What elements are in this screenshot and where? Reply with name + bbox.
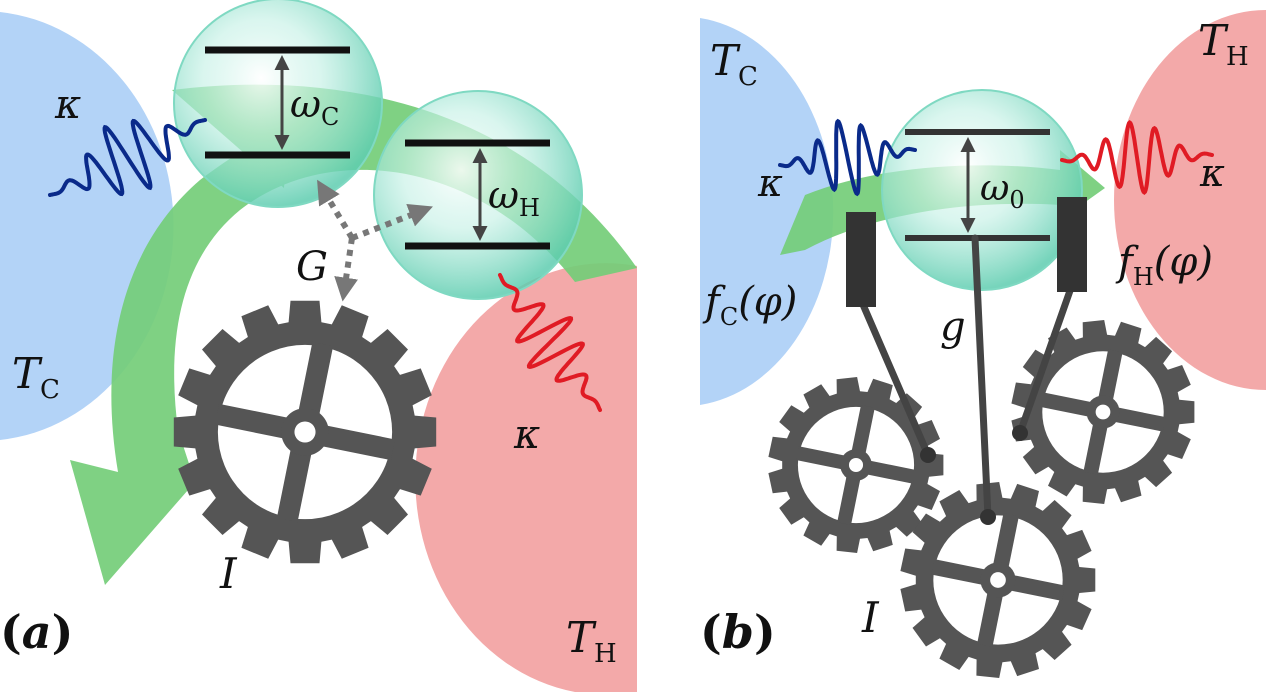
inertia-label-a: I: [219, 549, 238, 598]
hot-level-label: ωH: [488, 173, 540, 222]
cold-wave-a: [48, 118, 207, 197]
rod-pivot-left: [920, 447, 936, 463]
hot-modulation-label: fH(φ): [1115, 239, 1213, 291]
qubit-sphere-hot: [373, 90, 583, 300]
interaction-arrows: [317, 179, 433, 302]
hot-wave-a: [498, 273, 602, 412]
level-label-b: ω0: [980, 168, 1025, 214]
rod-pivot-right: [1012, 425, 1028, 441]
cold-modulation-label: fC(φ): [702, 279, 797, 331]
rod-pivot-bottom: [980, 509, 996, 525]
gear-b-right: [1011, 320, 1195, 504]
cold-bath-label-a: TC: [12, 349, 60, 405]
qubit-sphere-cold: [173, 0, 383, 208]
cold-bath-label-b: TC: [710, 36, 758, 92]
cold-coupling-a: κ: [54, 82, 81, 128]
heat-flow-arrow-a: [70, 84, 637, 585]
cold-wave-b: [778, 118, 917, 197]
hot-bath-label-b: TH: [1198, 16, 1249, 72]
panel-label-b: (b): [700, 605, 776, 659]
interaction-label: G: [296, 244, 328, 290]
hot-wave-b: [1060, 120, 1214, 195]
hot-coupling-a: κ: [513, 412, 540, 458]
hot-coupling-b: κ: [1199, 151, 1225, 195]
hot-bath-b: [1114, 10, 1266, 390]
inertia-label-b: I: [861, 593, 880, 642]
cold-coupling-b: κ: [757, 161, 783, 205]
panel-a: ωC ωH κ κ G I TC TH (a): [0, 0, 637, 692]
coupling-rods: [857, 234, 1076, 521]
hot-bath-label-a: TH: [566, 613, 617, 669]
panel-b: TC TH κ κ ω0 fC(φ) fH(φ) g I (b): [700, 10, 1266, 678]
gear-a: [173, 300, 437, 564]
cold-level-label: ωC: [290, 82, 339, 131]
cold-bath-b: [700, 18, 834, 405]
gear-b-bottom: [900, 482, 1096, 678]
hot-bath-a: [415, 263, 637, 692]
gear-b-left: [768, 377, 944, 553]
hot-modulation-block: [1057, 197, 1087, 292]
coupling-g-label: g: [940, 304, 966, 350]
panel-label-a: (a): [0, 605, 73, 659]
cold-modulation-block: [846, 212, 876, 307]
